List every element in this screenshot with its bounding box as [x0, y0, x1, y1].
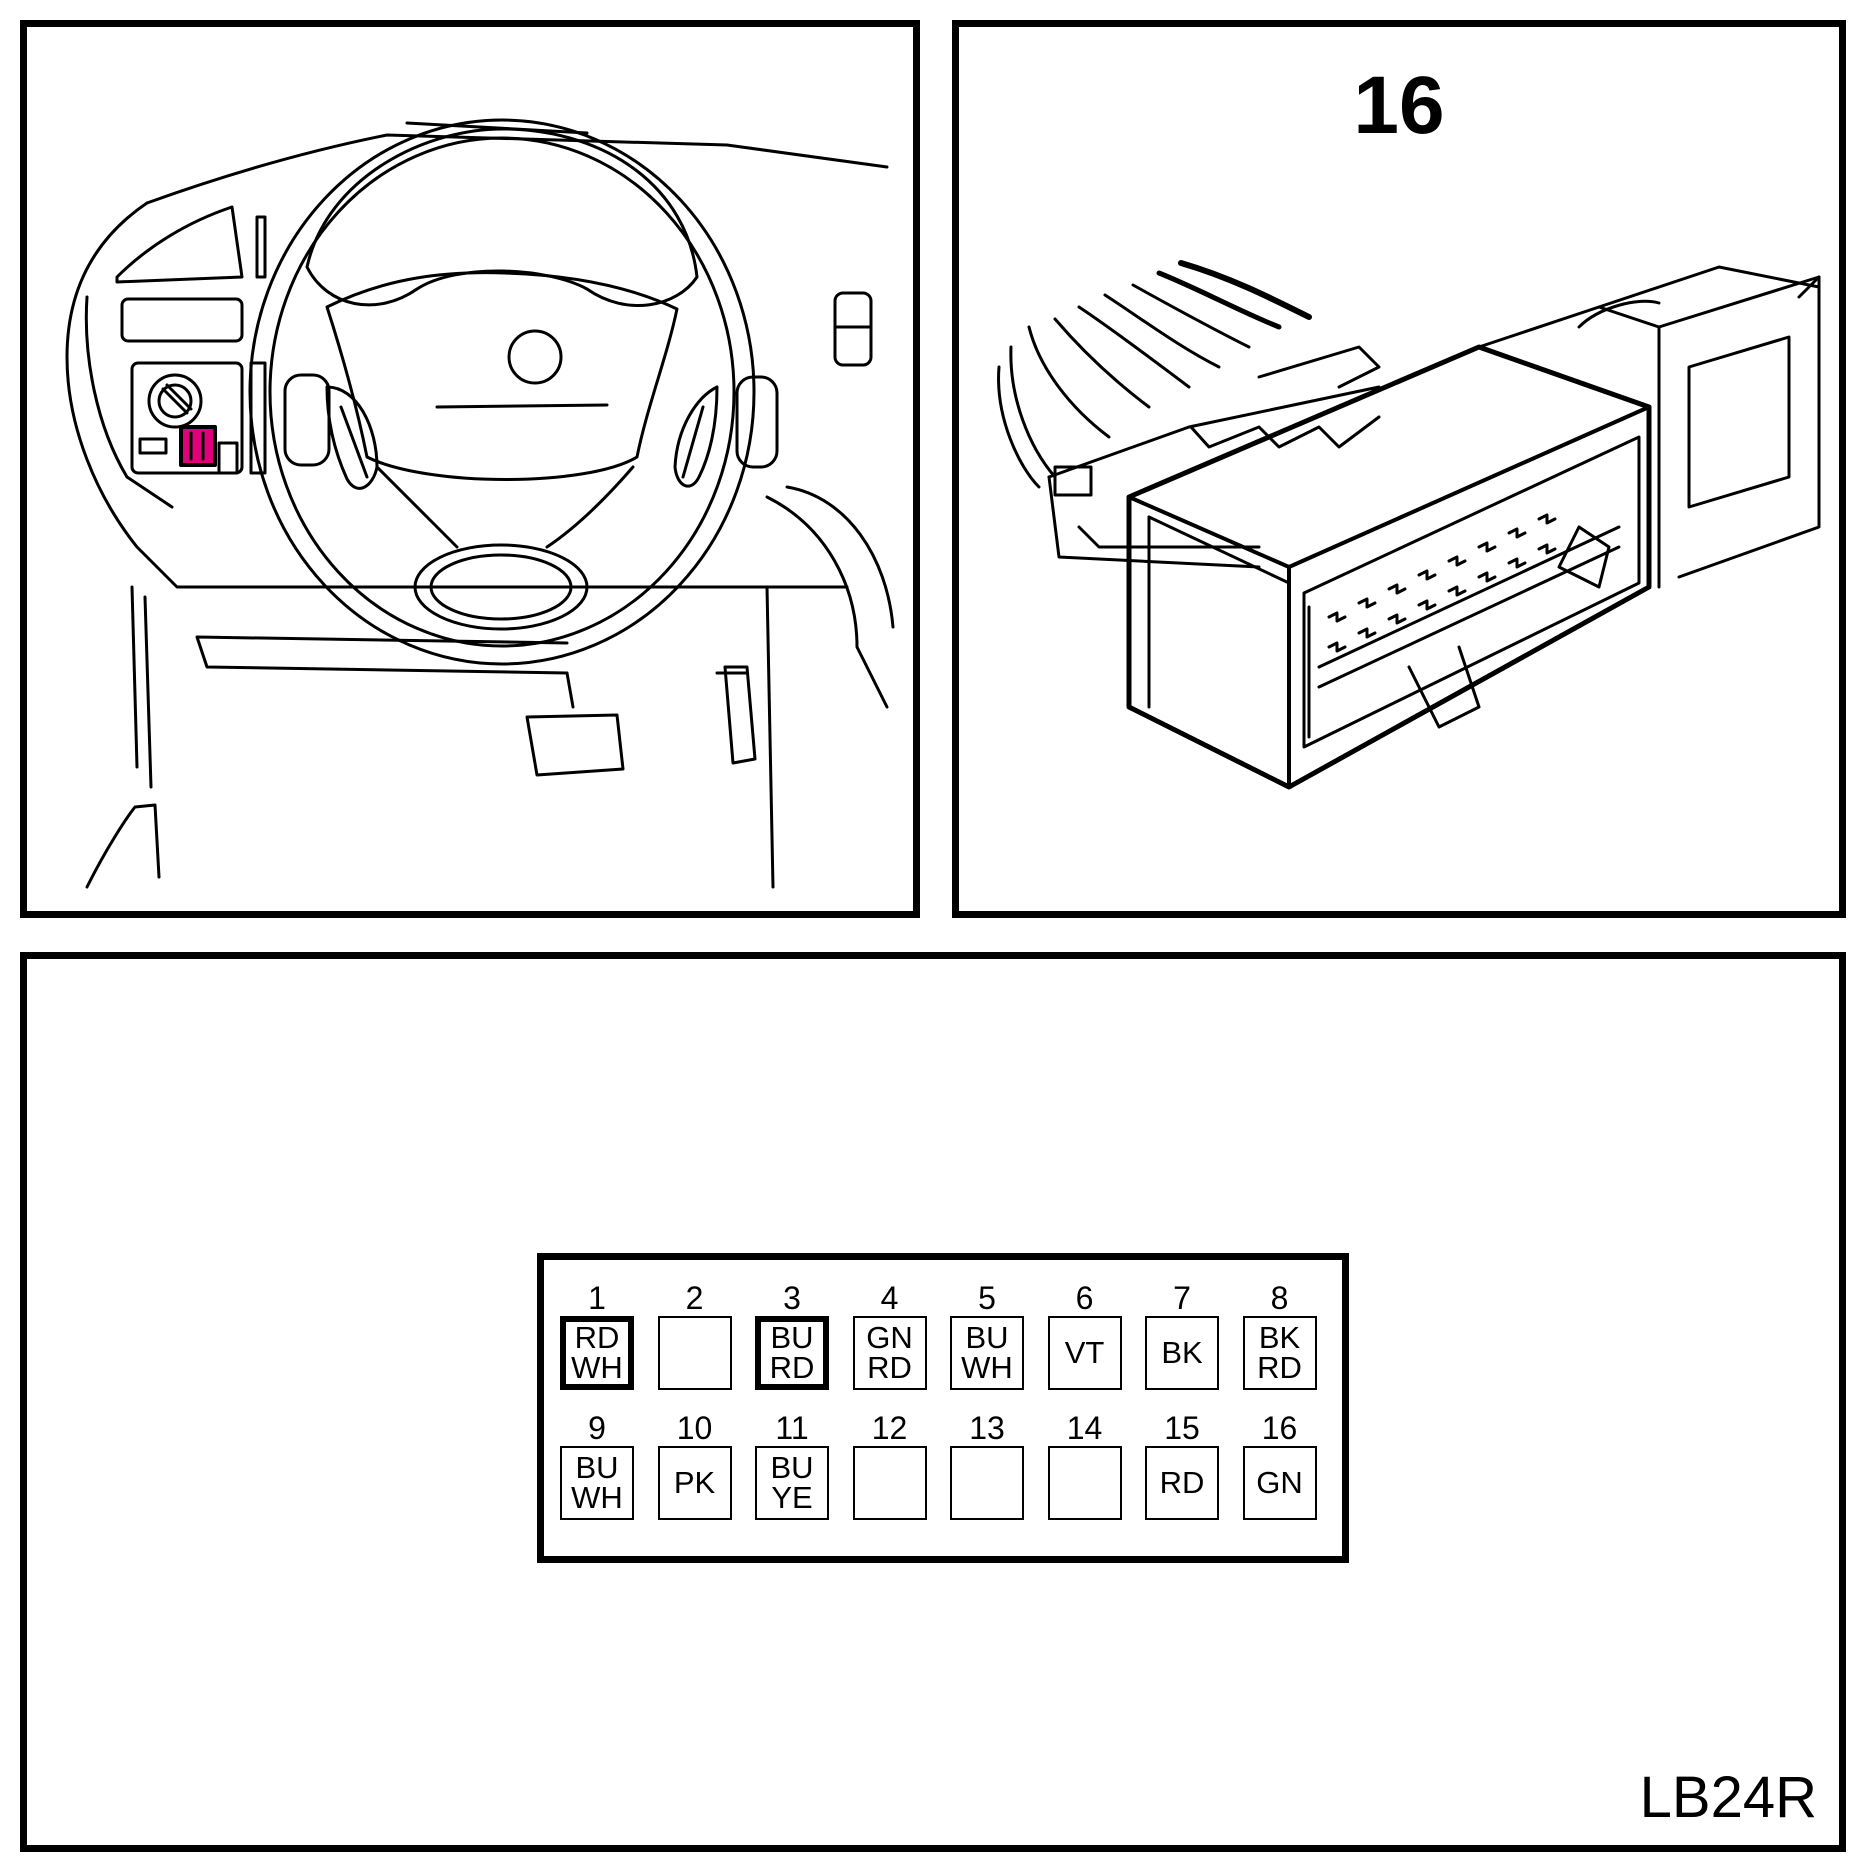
pin-cell: 2	[656, 1282, 734, 1390]
wire-color-label: RD	[769, 1350, 815, 1385]
pin-terminal: VT	[1047, 1316, 1122, 1390]
pin-number: 14	[1066, 1410, 1103, 1446]
pin-number: 2	[685, 1280, 704, 1316]
wire-color-label: YE	[771, 1480, 813, 1515]
wire-color-label: WH	[571, 1480, 623, 1515]
pin-number: 12	[871, 1410, 908, 1446]
pin-number: 16	[1261, 1410, 1298, 1446]
pin-number: 6	[1075, 1280, 1094, 1316]
wire-color-label: RD	[867, 1350, 912, 1385]
pin-terminal	[950, 1446, 1024, 1520]
wire-color-label: BU	[965, 1320, 1009, 1355]
pin-terminal	[1047, 1446, 1122, 1520]
wire-color-label: RD	[574, 1320, 620, 1355]
pin-number: 15	[1164, 1410, 1200, 1446]
wire-color-label: BK	[1161, 1335, 1203, 1370]
location-panel	[20, 20, 920, 918]
wire-color-label: WH	[571, 1350, 623, 1385]
pin-number: 4	[880, 1280, 899, 1316]
dashboard-illustration	[65, 118, 895, 889]
pin-number: 1	[588, 1280, 606, 1316]
pin-terminal: BK	[1145, 1316, 1219, 1390]
pin-number: 3	[783, 1280, 801, 1316]
wire-color-label: GN	[1256, 1465, 1303, 1500]
pin-cell: 14	[1046, 1412, 1124, 1520]
pin-number: 9	[588, 1410, 606, 1446]
pin-number: 5	[978, 1280, 996, 1316]
wire-color-label: RD	[1159, 1465, 1205, 1500]
connector-panel: 16	[952, 20, 1846, 918]
wire-color-label: BK	[1258, 1320, 1301, 1355]
wire-color-label: BU	[770, 1450, 814, 1485]
pin-terminal	[657, 1316, 732, 1390]
wire-color-label: PK	[673, 1465, 716, 1500]
wire-color-label: WH	[961, 1350, 1013, 1385]
pin-number: 8	[1270, 1280, 1289, 1316]
connector-illustration	[997, 260, 1821, 790]
pin-count-title: 16	[1353, 60, 1445, 151]
wire-color-label: GN	[866, 1320, 913, 1355]
wire-color-label: VT	[1064, 1335, 1105, 1370]
pin-cell: 13	[948, 1412, 1026, 1520]
connector-location-marker	[179, 425, 217, 467]
pin-terminal: PK	[657, 1446, 732, 1520]
pin-terminal	[852, 1446, 927, 1520]
pin-terminal: RD	[1145, 1446, 1219, 1520]
pin-cell: 12	[851, 1412, 929, 1520]
pin-number: 7	[1173, 1280, 1191, 1316]
document-code: LB24R	[1639, 1765, 1817, 1830]
pin-number: 11	[775, 1410, 809, 1446]
wire-color-label: BU	[770, 1320, 814, 1355]
pin-number: 13	[969, 1410, 1005, 1446]
wire-color-label: BU	[575, 1450, 619, 1485]
wire-color-label: RD	[1257, 1350, 1302, 1385]
pin-number: 10	[676, 1410, 713, 1446]
pin-terminal: GN	[1242, 1446, 1317, 1520]
